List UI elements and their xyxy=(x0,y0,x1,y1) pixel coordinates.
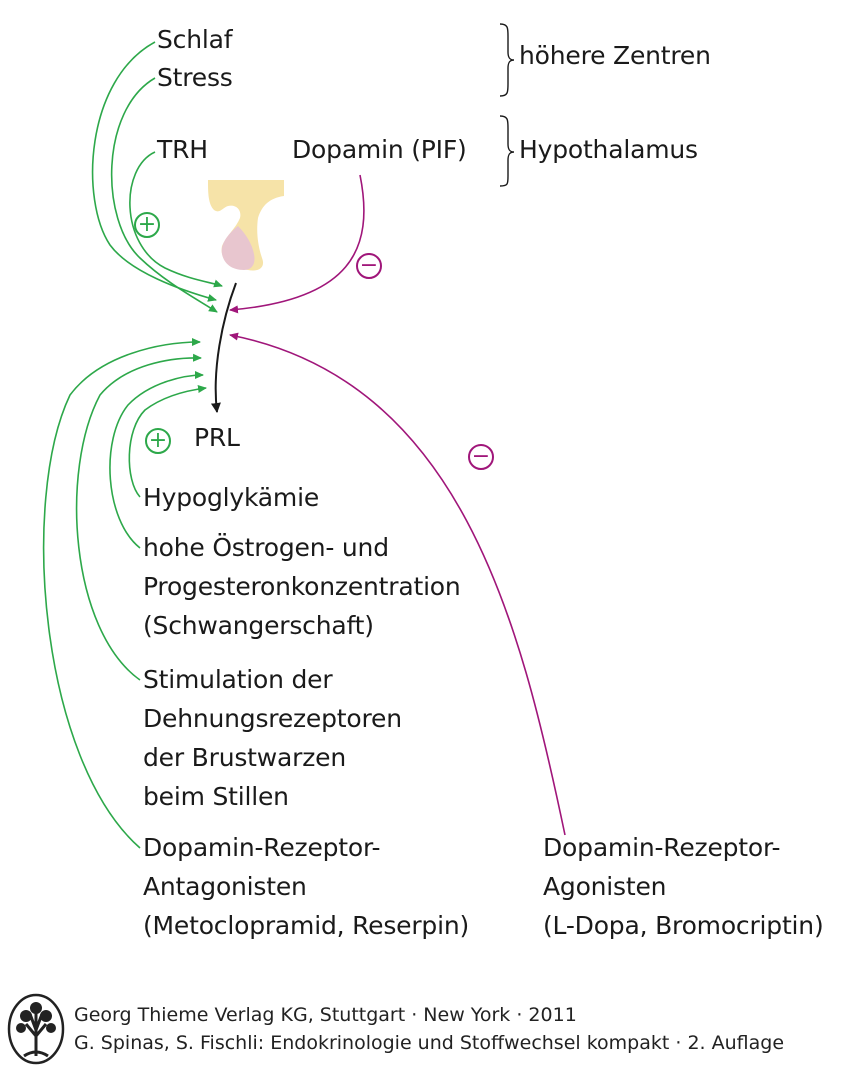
plus-symbol-bottom: + xyxy=(145,428,171,454)
label-trh: TRH xyxy=(157,135,208,164)
label-prl: PRL xyxy=(194,423,240,452)
label-stimulation-line2: Dehnungsrezeptoren xyxy=(143,704,402,733)
label-stimulation-line4: beim Stillen xyxy=(143,782,289,811)
label-stimulation-line1: Stimulation der xyxy=(143,665,333,694)
label-stress: Stress xyxy=(157,63,233,92)
label-schlaf: Schlaf xyxy=(157,25,233,54)
arrow-antagonisten xyxy=(42,338,201,849)
label-agonisten-line3: (L-Dopa, Bromocriptin) xyxy=(543,911,824,940)
arrow-agonisten xyxy=(229,332,566,836)
label-hypothalamus: Hypothalamus xyxy=(519,135,698,164)
label-stimulation-line3: der Brustwarzen xyxy=(143,743,346,772)
arrow-schlaf xyxy=(91,41,217,302)
footer-publisher: Georg Thieme Verlag KG, Stuttgart · New … xyxy=(74,1004,577,1026)
arrow-stress xyxy=(110,77,218,313)
label-hoehere-zentren: höhere Zentren xyxy=(519,41,711,70)
label-oestrogen-line3: (Schwangerschaft) xyxy=(143,611,374,640)
pituitary-gland-icon xyxy=(208,180,284,271)
arrow-hypoglykaemie xyxy=(128,385,207,498)
arrow-trh xyxy=(129,151,223,288)
label-antagonisten-line2: Antagonisten xyxy=(143,872,307,901)
label-antagonisten-line1: Dopamin-Rezeptor- xyxy=(143,833,381,862)
thieme-tree-logo-icon xyxy=(7,993,65,1065)
label-oestrogen-line2: Progesteronkonzentration xyxy=(143,572,461,601)
plus-symbol-top: + xyxy=(134,212,160,238)
label-agonisten-line1: Dopamin-Rezeptor- xyxy=(543,833,781,862)
brace-hypothalamus xyxy=(499,115,515,187)
prl-release-arrow xyxy=(210,282,237,413)
label-agonisten-line2: Agonisten xyxy=(543,872,667,901)
arrow-oestrogen xyxy=(109,371,204,549)
arrow-dopamin-pif xyxy=(229,174,365,314)
label-oestrogen-line1: hohe Östrogen- und xyxy=(143,533,389,562)
brace-hoehere-zentren xyxy=(499,23,515,97)
arrow-stimulation xyxy=(75,353,202,681)
minus-symbol-top: − xyxy=(356,253,382,279)
label-hypoglykaemie: Hypoglykämie xyxy=(143,483,320,512)
footer-citation: G. Spinas, S. Fischli: Endokrinologie un… xyxy=(74,1032,785,1054)
minus-symbol-bottom: − xyxy=(468,444,494,470)
label-antagonisten-line3: (Metoclopramid, Reserpin) xyxy=(143,911,470,940)
label-dopamin-pif: Dopamin (PIF) xyxy=(292,135,467,164)
anterior-pituitary xyxy=(221,226,255,270)
